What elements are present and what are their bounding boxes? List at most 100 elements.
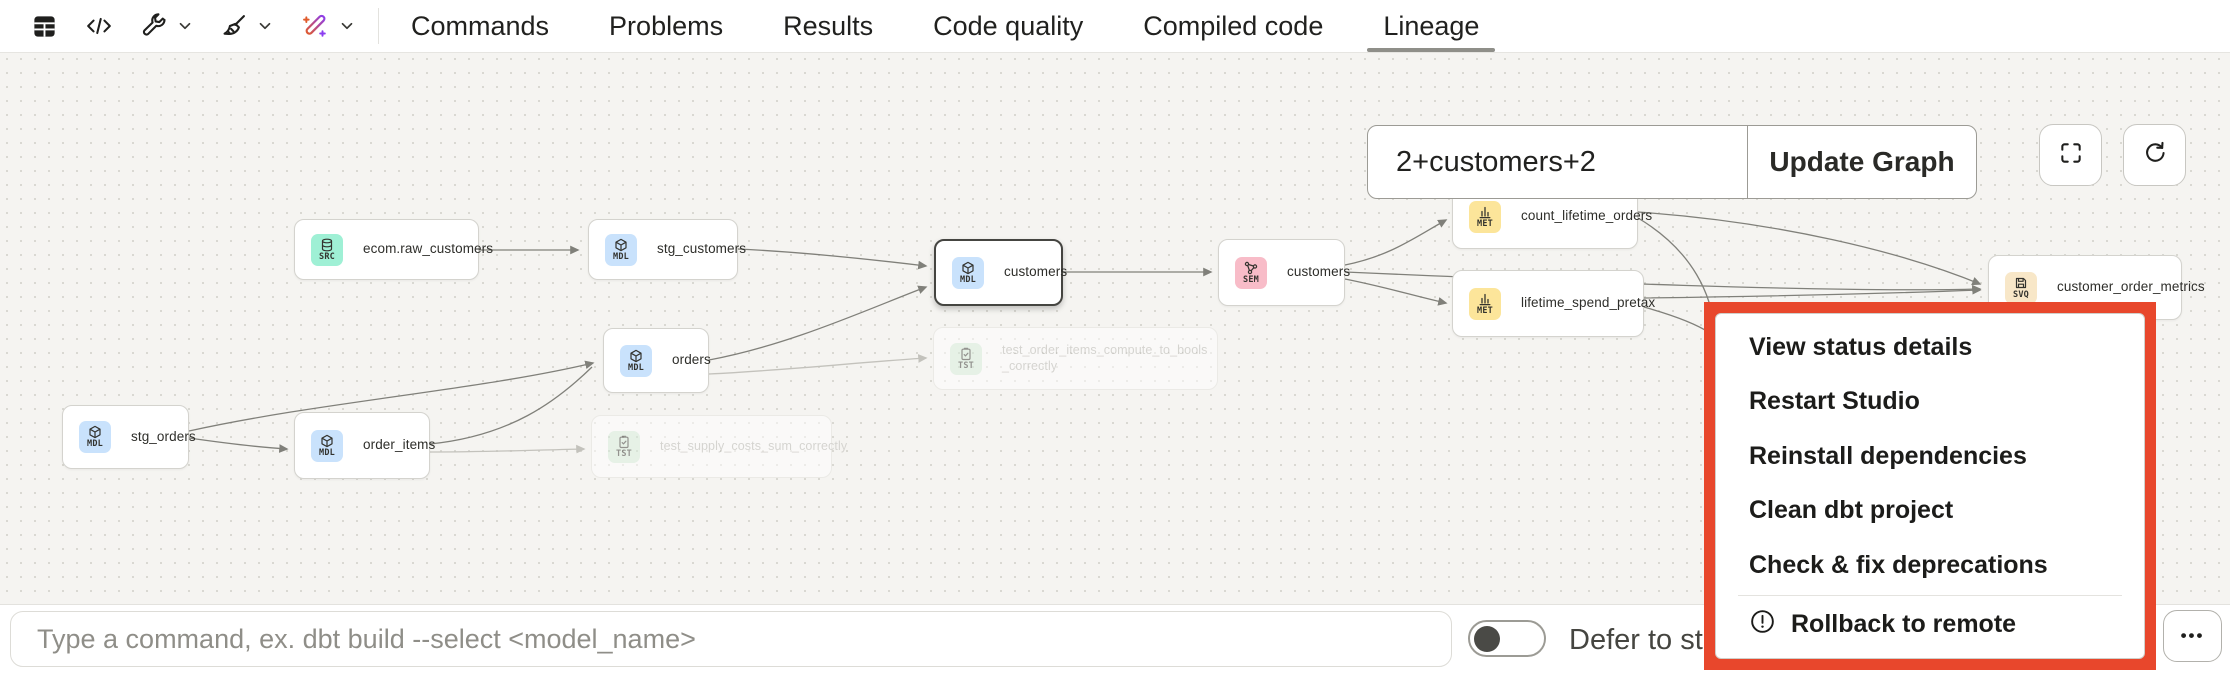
metric-icon: [1478, 205, 1492, 219]
badge-type-label: SVQ: [2013, 289, 2029, 300]
node-label: customers: [1004, 264, 1068, 280]
test-icon: [959, 347, 973, 361]
refresh-icon: [2142, 140, 2168, 171]
badge-type-label: MDL: [87, 439, 103, 450]
node-label: order_items: [363, 437, 436, 453]
menu-item-restart-studio[interactable]: Restart Studio: [1749, 387, 1920, 416]
menu-item-reinstall-dependencies[interactable]: Reinstall dependencies: [1749, 441, 2027, 470]
tab-results[interactable]: Results: [783, 10, 874, 41]
fullscreen-button[interactable]: [2039, 124, 2102, 186]
update-graph-button[interactable]: Update Graph: [1747, 126, 1976, 198]
cube-icon: [961, 261, 975, 275]
chevron-down-icon: [256, 17, 274, 35]
met-badge: MET: [1469, 200, 1501, 233]
mdl-badge: MDL: [620, 344, 652, 377]
build-tools-button[interactable]: [140, 12, 194, 40]
node-label: stg_customers: [657, 241, 747, 257]
cube-icon: [88, 425, 102, 439]
node-test-order-items-compute-to-bools-correctly[interactable]: TST test_order_items_compute_to_bools_cor…: [933, 327, 1218, 390]
badge-type-label: MDL: [319, 447, 335, 458]
badge-type-label: MDL: [960, 274, 976, 285]
node-customers-semantic[interactable]: SEM customers: [1218, 239, 1350, 306]
node-label: orders: [672, 352, 711, 368]
badge-type-label: MDL: [628, 362, 644, 373]
sem-badge: SEM: [1235, 256, 1267, 289]
menu-item-label: Rollback to remote: [1791, 610, 2017, 639]
node-ecom-raw-customers[interactable]: SRC ecom.raw_customers: [294, 219, 493, 280]
tab-lineage[interactable]: Lineage: [1367, 0, 1496, 52]
cube-icon: [614, 238, 628, 252]
node-stg-customers[interactable]: MDL stg_customers: [588, 219, 746, 280]
magic-wand-icon: [300, 11, 330, 41]
toolbar-divider: [378, 8, 379, 44]
met-badge: MET: [1469, 287, 1501, 320]
tab-code-quality[interactable]: Code quality: [933, 10, 1084, 41]
clean-tools-button[interactable]: [220, 12, 274, 40]
alert-circle-icon: [1749, 608, 1776, 642]
editor-tool-group: [0, 11, 356, 41]
menu-item-view-status-details[interactable]: View status details: [1749, 332, 1973, 361]
tab-compiled-code[interactable]: Compiled code: [1143, 10, 1324, 41]
tst-badge: TST: [608, 430, 640, 463]
node-label: lifetime_spend_pretax: [1521, 295, 1656, 311]
test-icon: [617, 435, 631, 449]
svq-badge: SVQ: [2005, 271, 2037, 304]
node-order-items[interactable]: MDL order_items: [294, 412, 435, 479]
mdl-badge: MDL: [79, 421, 111, 453]
more-options-button[interactable]: •••: [2163, 610, 2222, 662]
badge-type-label: MDL: [613, 251, 629, 262]
badge-type-label: MET: [1477, 305, 1493, 316]
wrench-icon: [140, 12, 168, 40]
node-label: count_lifetime_orders: [1521, 208, 1653, 224]
table-icon[interactable]: [31, 13, 58, 40]
menu-item-check-fix-deprecations[interactable]: Check & fix deprecations: [1749, 550, 2048, 579]
command-input[interactable]: Type a command, ex. dbt build --select <…: [10, 611, 1452, 667]
command-placeholder: Type a command, ex. dbt build --select <…: [37, 623, 696, 654]
broom-icon: [220, 12, 248, 40]
tab-problems[interactable]: Problems: [609, 10, 724, 41]
node-label: customers: [1287, 264, 1351, 280]
node-lifetime-spend-pretax[interactable]: MET lifetime_spend_pretax: [1452, 270, 1655, 337]
badge-type-label: MET: [1477, 218, 1493, 229]
node-label: test_supply_costs_sum_correctly: [660, 438, 848, 453]
mdl-badge: MDL: [311, 429, 343, 462]
menu-item-clean-dbt-project[interactable]: Clean dbt project: [1749, 496, 1954, 525]
node-test-supply-costs-sum-correctly[interactable]: TST test_supply_costs_sum_correctly: [591, 415, 847, 478]
node-label: ecom.raw_customers: [363, 241, 494, 257]
tab-commands[interactable]: Commands: [411, 10, 550, 41]
node-stg-orders[interactable]: MDL stg_orders: [62, 405, 196, 469]
semantic-model-icon: [1244, 261, 1258, 275]
toggle-knob: [1474, 625, 1500, 652]
cube-icon: [320, 434, 334, 448]
selector-input[interactable]: 2+customers+2: [1396, 145, 1596, 178]
badge-type-label: TST: [616, 448, 632, 459]
badge-type-label: SEM: [1243, 274, 1259, 285]
tst-badge: TST: [950, 342, 982, 375]
saved-query-icon: [2014, 276, 2028, 290]
node-orders[interactable]: MDL orders: [603, 328, 711, 393]
metric-icon: [1478, 292, 1492, 306]
menu-item-rollback-to-remote[interactable]: Rollback to remote: [1716, 597, 2144, 652]
src-badge: SRC: [311, 233, 343, 266]
node-label: stg_orders: [131, 428, 196, 444]
status-menu: View status details Restart Studio Reins…: [1715, 313, 2145, 659]
database-icon: [320, 238, 334, 252]
ai-assist-button[interactable]: [300, 11, 356, 41]
top-toolbar: Commands Problems Results Code quality C…: [0, 0, 2230, 53]
defer-toggle[interactable]: [1468, 620, 1546, 657]
defer-label: Defer to sta: [1569, 623, 1719, 656]
badge-type-label: TST: [958, 360, 974, 371]
refresh-button[interactable]: [2123, 124, 2186, 186]
mdl-badge: MDL: [605, 233, 637, 266]
mdl-badge: MDL: [952, 256, 984, 289]
chevron-down-icon: [176, 17, 194, 35]
graph-selector-group: 2+customers+2 Update Graph: [1367, 125, 1977, 199]
node-label: customer_order_metrics: [2057, 279, 2205, 295]
chevron-down-icon: [338, 17, 356, 35]
code-icon[interactable]: [84, 13, 114, 39]
fullscreen-icon: [2058, 140, 2084, 171]
node-label: test_order_items_compute_to_bools_correc…: [1002, 342, 1208, 373]
node-customers-model[interactable]: MDL customers: [934, 239, 1067, 306]
menu-divider: [1738, 594, 2122, 596]
